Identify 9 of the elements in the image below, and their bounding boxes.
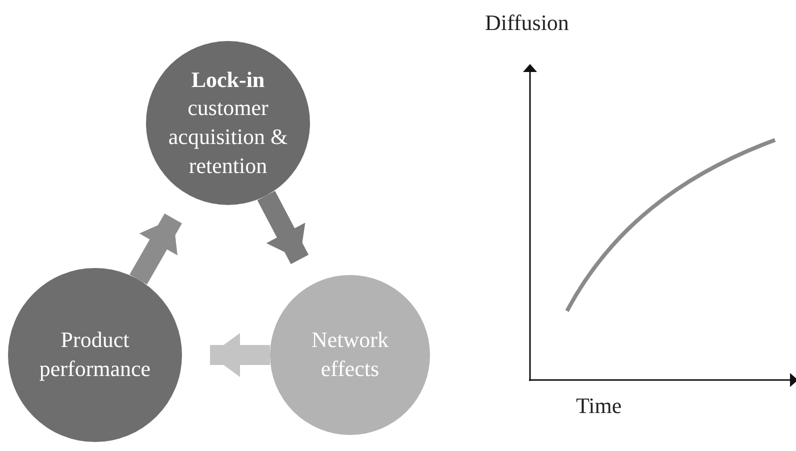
block-arrow bbox=[210, 333, 270, 377]
node-label: Network effects bbox=[310, 326, 390, 383]
node-heading: Lock-in bbox=[191, 66, 265, 94]
axis-title: Diffusion bbox=[485, 10, 569, 36]
node-label: Product performance bbox=[38, 326, 152, 383]
block-arrow bbox=[257, 190, 309, 264]
node-label: customer acquisition & retention bbox=[167, 94, 289, 180]
block-arrow bbox=[130, 213, 182, 284]
axis-title: Time bbox=[576, 393, 622, 419]
